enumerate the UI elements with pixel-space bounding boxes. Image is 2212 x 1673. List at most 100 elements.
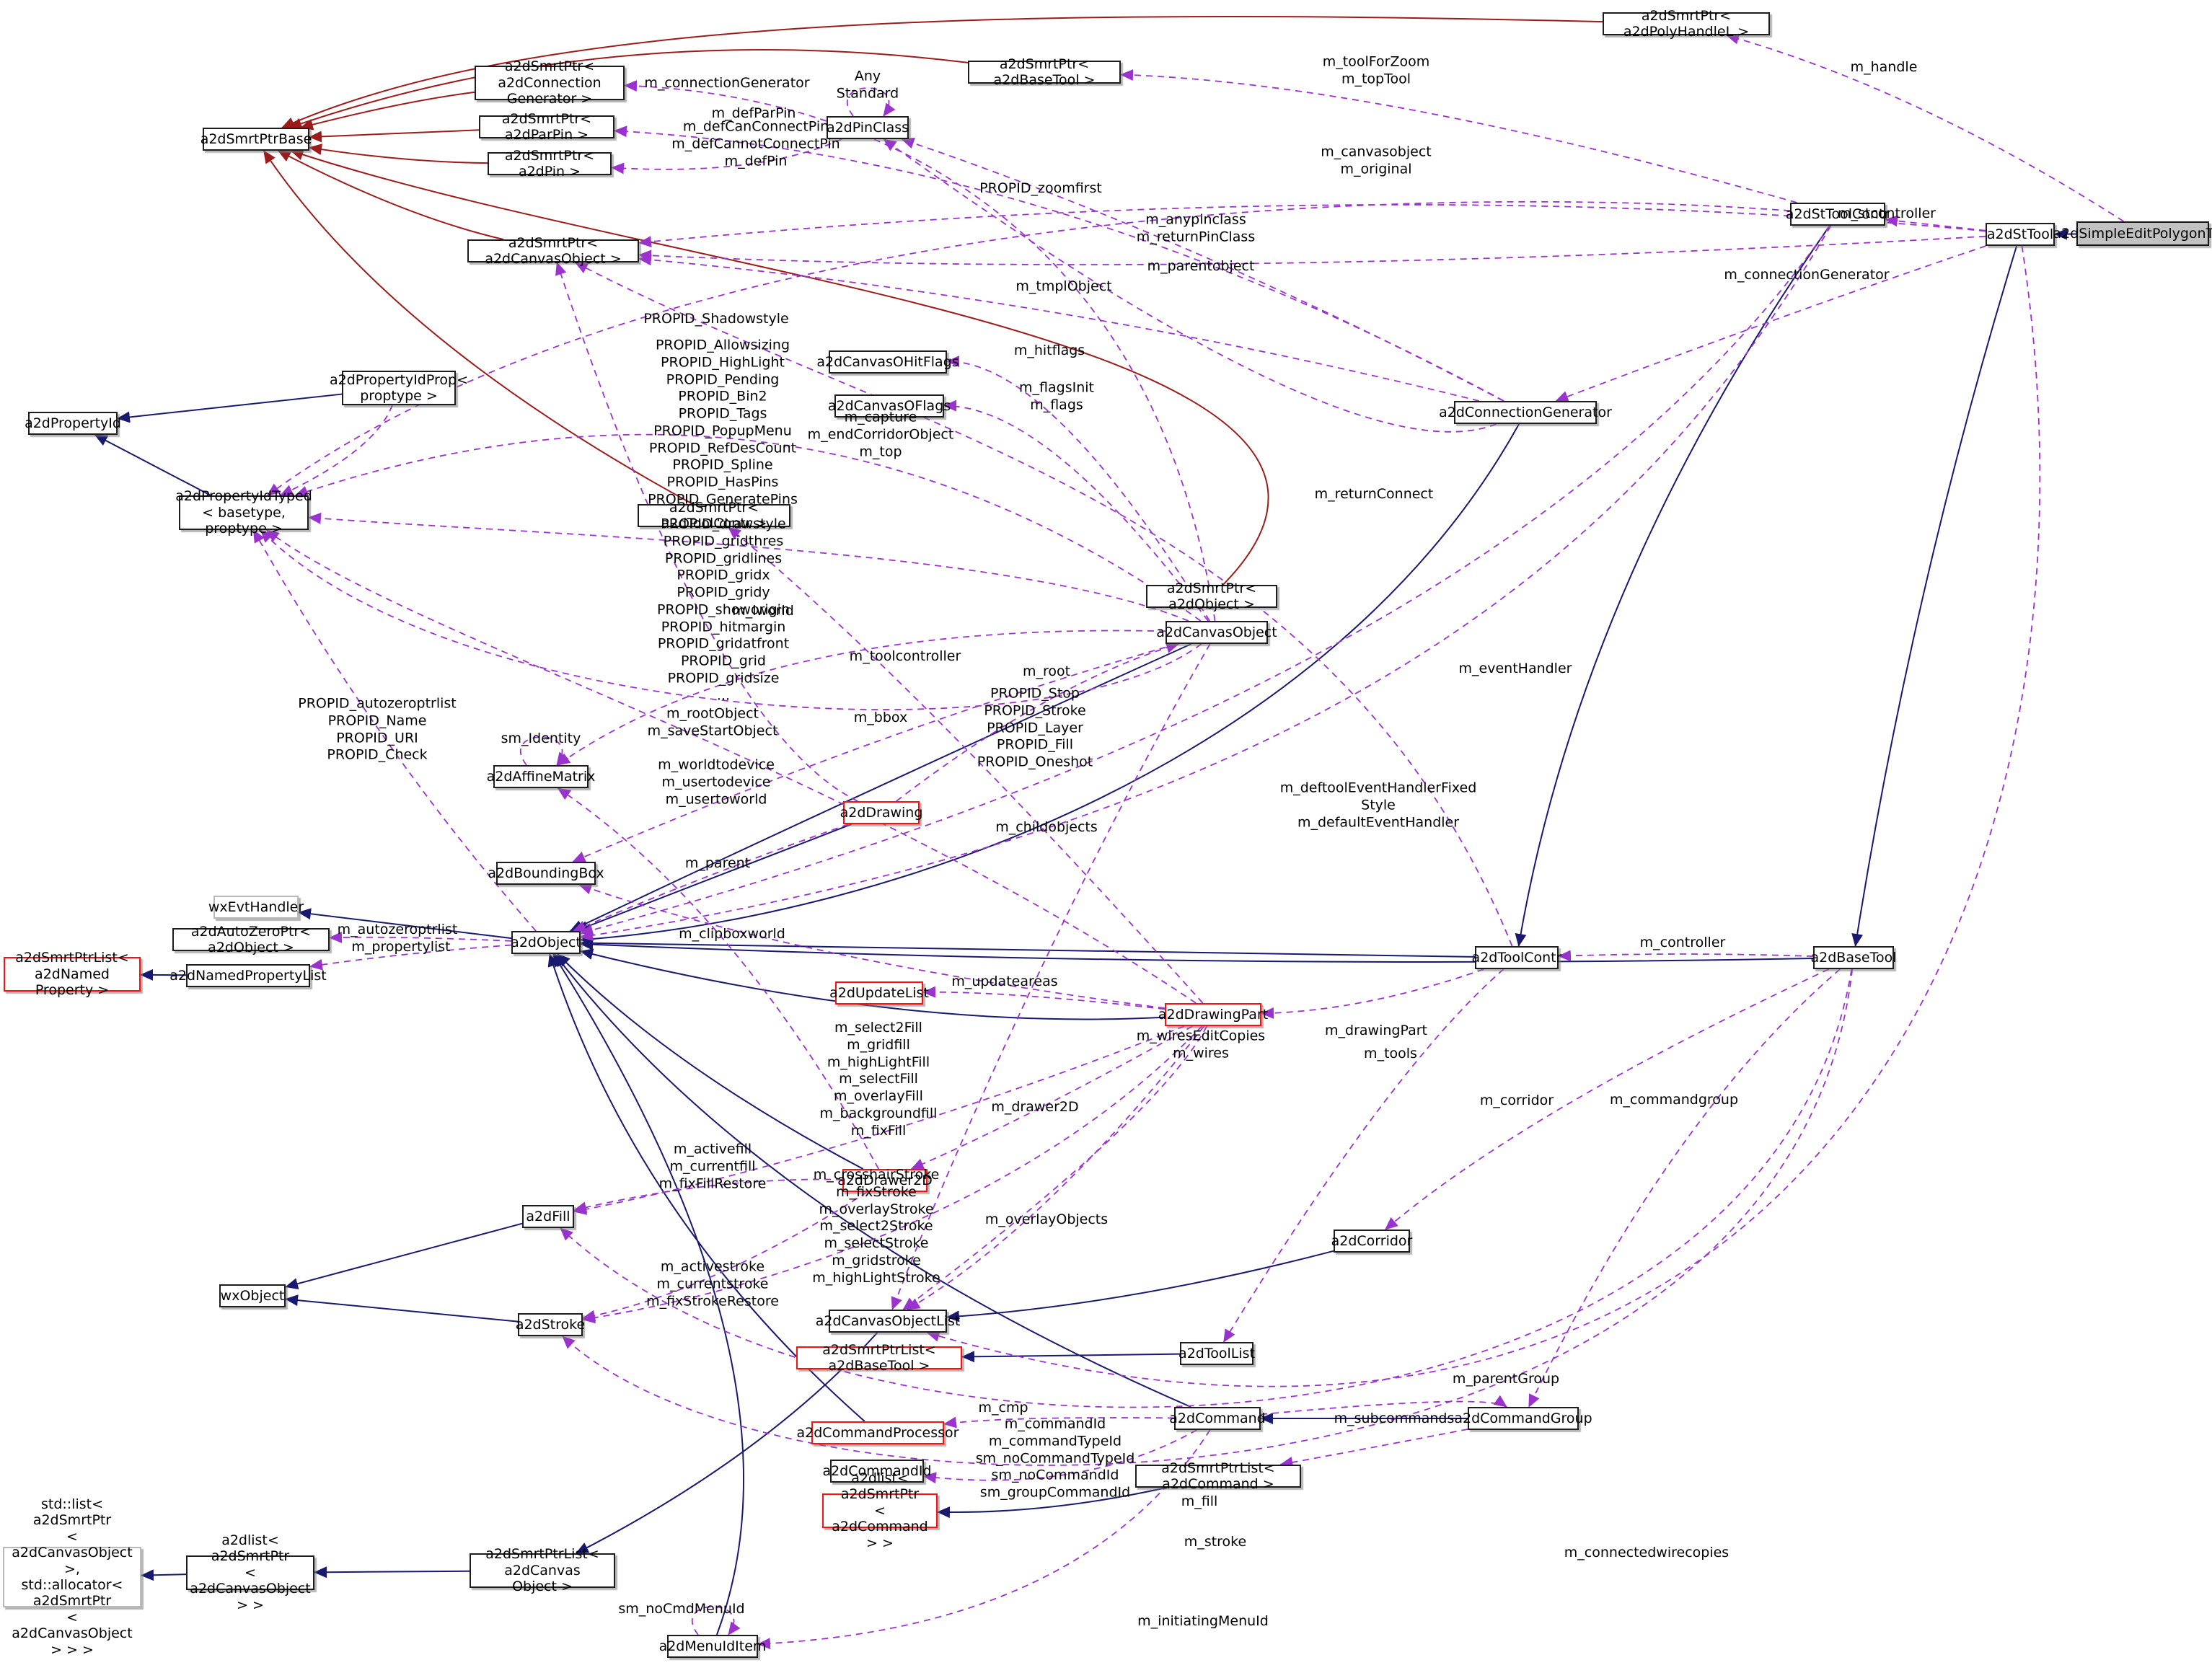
node-stToolContr[interactable]: a2dStToolContr — [1786, 203, 1890, 226]
node-smrtPtrListCommand[interactable]: a2dSmrtPtrList< a2dCommand > — [1135, 1460, 1301, 1492]
node-canvasOHitFlags[interactable]: a2dCanvasOHitFlags — [816, 350, 959, 374]
edge-pinClass-pinClass — [846, 87, 896, 117]
edge-label-m_initiatingMenuId: m_initiatingMenuId — [1137, 1613, 1269, 1630]
edge-label-PROPID_autozeroptrlist: PROPID_autozeroptrlist PROPID_Name PROPI… — [298, 695, 457, 763]
edge-label-m_returnConnect: m_returnConnect — [1314, 486, 1434, 503]
node-toolList[interactable]: a2dToolList — [1178, 1342, 1255, 1365]
node-drawing[interactable]: a2dDrawing — [840, 801, 922, 824]
node-commandId[interactable]: a2dCommandId — [822, 1460, 932, 1483]
node-smrtPtrListCanvasObject[interactable]: a2dSmrtPtrList< a2dCanvas Object > — [470, 1546, 615, 1594]
node-toolContr[interactable]: a2dToolContr — [1472, 946, 1561, 969]
edge-smrtPtrToolContr-smrtPtrBase — [263, 150, 694, 505]
node-drawer2D[interactable]: a2dDrawer2D — [837, 1169, 933, 1192]
node-smrtPtrConnGen[interactable]: a2dSmrtPtr< a2dConnection Generator > — [475, 58, 625, 107]
edge-propIdProp-propId — [117, 393, 343, 423]
edge-label-m_activestroke: m_activestroke m_currentstroke m_fixStro… — [646, 1258, 779, 1309]
edge-label-m_cmp: m_cmp — [978, 1400, 1028, 1416]
node-object[interactable]: a2dObject — [511, 931, 581, 954]
edge-stToolContr-object — [580, 225, 1830, 936]
node-listSmrtPtrCanvasObject[interactable]: a2dlist< a2dSmrtPtr < a2dCanvasObject > … — [186, 1532, 314, 1613]
node-affineMatrix[interactable]: a2dAffineMatrix — [487, 765, 595, 788]
edge-label-m_lworld: m_lworld — [732, 603, 794, 619]
node-listSmrtPtrCommand[interactable]: a2dlist< a2dSmrtPtr < a2dCommand > > — [822, 1470, 938, 1551]
edge-stToolContr-propIdTyped — [267, 200, 1791, 496]
node-stdList[interactable]: std::list< a2dSmrtPtr < a2dCanvasObject … — [3, 1496, 141, 1658]
edge-smrtPtrCanvasObject-smrtPtrBase — [277, 150, 504, 240]
edge-drawingPart-canvasObjectList — [907, 1025, 1205, 1310]
node-pinClass[interactable]: a2dPinClass — [827, 116, 909, 139]
node-smrtPtrCanvasObject[interactable]: a2dSmrtPtr< a2dCanvasObject > — [467, 235, 639, 267]
node-autoZeroPtr[interactable]: a2dAutoZeroPtr< a2dObject > — [172, 924, 330, 955]
edge-label-m_canvasobject: m_canvasobject m_original — [1321, 144, 1432, 177]
edge-stTool-connGen — [1555, 245, 1986, 402]
node-smrtPtrToolContr[interactable]: a2dSmrtPtr< a2dToolContr > — [638, 500, 790, 531]
edge-smrtPtrParPin-smrtPtrBase — [309, 129, 480, 143]
edge-label-m_flagsInit: m_flagsInit m_flags — [1019, 379, 1094, 412]
node-canvasObject[interactable]: a2dCanvasObject — [1156, 621, 1277, 644]
edge-baseTool-commandGroup — [1528, 968, 1841, 1408]
node-menuIdItem[interactable]: a2dMenuIdItem — [659, 1635, 766, 1658]
node-corridor[interactable]: a2dCorridor — [1331, 1230, 1412, 1253]
node-baseTool[interactable]: a2dBaseTool — [1811, 946, 1896, 969]
edge-drawing-canvasObject — [896, 642, 1180, 802]
node-canvasOFlags[interactable]: a2dCanvasOFlags — [828, 394, 951, 418]
node-commandGroup[interactable]: a2dCommandGroup — [1454, 1407, 1592, 1430]
edge-commandGroup-smrtPtrListCommand — [1279, 1429, 1468, 1468]
node-canvasObjectList[interactable]: a2dCanvasObjectList — [816, 1310, 960, 1333]
node-propId[interactable]: a2dPropertyId — [25, 412, 121, 435]
edge-smrtPtrObject-smrtPtrBase — [290, 149, 1269, 586]
node-stTool[interactable]: a2dStTool — [1986, 223, 2055, 246]
node-propIdTyped[interactable]: a2dPropertyIdTyped < basetype, proptype … — [175, 488, 312, 537]
node-namedPropList[interactable]: a2dNamedPropertyList — [169, 964, 327, 987]
edge-listSmrtPtrCanvasObject-stdList — [141, 1569, 187, 1581]
edge-label-m_capture: m_capture m_endCorridorObject m_top — [807, 409, 954, 459]
edge-label-m_childobjects: m_childobjects — [995, 819, 1098, 836]
edge-label-PROPID_drawstyle: PROPID_drawstyle PROPID_gridthres PROPID… — [656, 516, 790, 703]
edge-label-m_connectionGenerator: m_connectionGenerator — [644, 75, 810, 92]
edge-label-m_overlayObjects: m_overlayObjects — [984, 1211, 1109, 1228]
edge-label-m_commandId: m_commandId m_commandTypeId sm_noCommand… — [975, 1416, 1135, 1501]
node-connGen[interactable]: a2dConnectionGenerator — [1439, 401, 1612, 424]
node-smrtPtrPolyHandle[interactable]: a2dSmrtPtr< a2dPolyHandleL > — [1603, 8, 1770, 40]
edge-simpleEditPolygonTool-smrtPtrPolyHandle — [1726, 32, 2124, 222]
node-simpleEditPolygonTool[interactable]: a2dSimpleEditPolygonTool — [2053, 221, 2212, 246]
node-smrtPtrBaseTool[interactable]: a2dSmrtPtr< a2dBaseTool > — [968, 56, 1121, 88]
node-wxEvtHandler[interactable]: wxEvtHandler — [208, 896, 304, 919]
edge-drawingPart-boundingBox — [578, 883, 1166, 1010]
edge-stTool-smrtPtrCanvasObject — [638, 235, 1986, 265]
edge-label-m_anypinclass: m_anypinclass m_returnPinClass — [1136, 211, 1256, 244]
edge-label-m_toolcontroller: m_toolcontroller — [849, 648, 961, 665]
edge-propIdTyped-propId — [94, 434, 211, 496]
edge-canvasObject-propIdTyped — [294, 433, 1202, 622]
node-fill[interactable]: a2dFill — [522, 1205, 574, 1228]
node-smrtPtrListBaseTool[interactable]: a2dSmrtPtrList< a2dBaseTool > — [796, 1342, 962, 1374]
edge-label-m_select2Fill: m_select2Fill m_gridfill m_highLightFill… — [819, 1019, 938, 1139]
node-command[interactable]: a2dCommand — [1169, 1407, 1266, 1430]
edge-toolList-smrtPtrListBaseTool — [961, 1351, 1181, 1363]
edge-label-m_stcontroller: m_stcontroller — [1838, 206, 1936, 222]
edge-label-sm_noCmdMenuId: sm_noCmdMenuId — [618, 1601, 745, 1617]
edge-namedPropList-smrtPtrListNamedProp — [140, 968, 187, 981]
node-boundingBox[interactable]: a2dBoundingBox — [488, 862, 604, 885]
edge-drawingPart-stroke — [582, 1025, 1203, 1324]
node-updateList[interactable]: a2dUpdateList — [829, 981, 929, 1005]
node-drawingPart[interactable]: a2dDrawingPart — [1158, 1003, 1268, 1026]
edge-propIdProp-propIdTyped — [279, 405, 393, 496]
edge-smrtPtrPolyHandle-smrtPtrBase — [281, 15, 1603, 128]
node-smrtPtrListNamedProp[interactable]: a2dSmrtPtrList< a2dNamed Property > — [4, 950, 141, 998]
node-smrtPtrBase[interactable]: a2dSmrtPtrBase — [201, 128, 312, 151]
node-smrtPtrObject[interactable]: a2dSmrtPtr< a2dObject > — [1146, 581, 1277, 612]
edge-command-commandGroup — [1260, 1395, 1507, 1416]
edge-drawingPart-updateList — [922, 986, 1166, 1010]
node-commandProcessor[interactable]: a2dCommandProcessor — [797, 1421, 959, 1444]
node-wxObject[interactable]: wxObject — [219, 1284, 286, 1307]
node-smrtPtrPin[interactable]: a2dSmrtPtr< a2dPin > — [488, 148, 612, 180]
node-stroke[interactable]: a2dStroke — [516, 1313, 585, 1336]
edge-label-m_propertylist: m_propertylist — [351, 939, 451, 955]
edge-toolContr-smrtPtrCanvasObject — [574, 262, 1513, 947]
node-smrtPtrParPin[interactable]: a2dSmrtPtr< a2dParPin > — [479, 111, 614, 143]
edge-label-m_updateareas: m_updateareas — [951, 974, 1058, 990]
edge-stTool-smrtPtrCanvasObject — [638, 204, 1986, 248]
node-propIdProp[interactable]: a2dPropertyIdProp< proptype > — [330, 371, 468, 405]
